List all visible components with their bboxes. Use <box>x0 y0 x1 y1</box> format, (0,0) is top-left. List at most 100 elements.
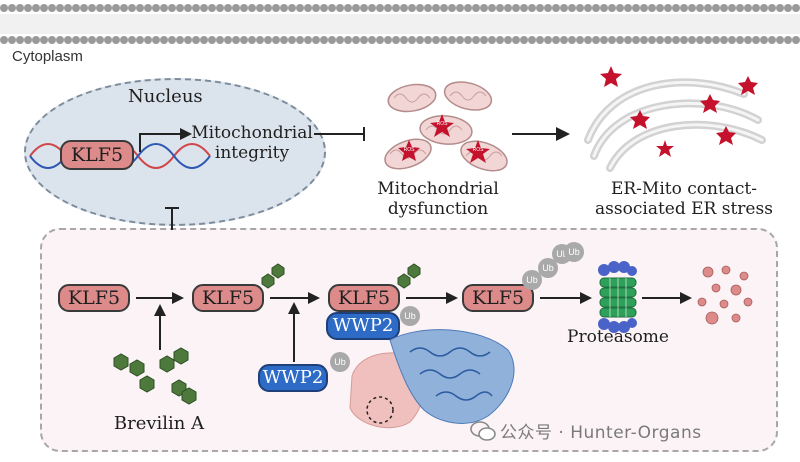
membrane-head <box>368 4 376 12</box>
membrane-head <box>176 36 184 44</box>
membrane-head <box>592 36 600 44</box>
membrane-head <box>576 4 584 12</box>
membrane-head <box>200 36 208 44</box>
membrane-head <box>504 4 512 12</box>
membrane-head <box>328 36 336 44</box>
membrane-head <box>264 4 272 12</box>
klf5-nuclear-box: KLF5 <box>60 140 134 170</box>
membrane-head <box>688 36 696 44</box>
membrane-head <box>480 36 488 44</box>
membrane-head <box>784 4 792 12</box>
mito-integrity-line2: integrity <box>214 142 290 163</box>
membrane-head <box>64 36 72 44</box>
membrane-head <box>536 4 544 12</box>
membrane-head <box>448 36 456 44</box>
membrane-head <box>272 4 280 12</box>
er-ros-star-1 <box>600 66 622 87</box>
membrane-head <box>392 4 400 12</box>
cytoplasm-label: Cytoplasm <box>12 48 83 65</box>
membrane-head <box>408 4 416 12</box>
membrane-head <box>80 4 88 12</box>
membrane-head <box>440 4 448 12</box>
membrane-head <box>256 36 264 44</box>
membrane-head <box>72 4 80 12</box>
membrane-head <box>344 36 352 44</box>
wechat-icon <box>470 421 496 441</box>
er-stress-line2: associated ER stress <box>595 198 773 219</box>
membrane-head <box>8 4 16 12</box>
membrane-head <box>544 36 552 44</box>
membrane-head <box>472 36 480 44</box>
membrane-head <box>168 36 176 44</box>
arrow-step5 <box>642 292 692 304</box>
arrow-mito-to-er <box>512 127 570 141</box>
membrane-head <box>552 4 560 12</box>
membrane-head <box>120 36 128 44</box>
er-stress-label: ER-Mito contact- associated ER stress <box>584 179 784 219</box>
ub-chain-1: Ub <box>522 270 542 290</box>
membrane-head <box>584 4 592 12</box>
brevilin-a-label: Brevilin A <box>113 413 205 434</box>
er-ros-star-5 <box>716 126 736 145</box>
klf5-step2: KLF5 <box>192 284 264 312</box>
membrane-head <box>600 36 608 44</box>
membrane-head <box>344 4 352 12</box>
membrane-head <box>488 36 496 44</box>
membrane-head <box>696 4 704 12</box>
membrane-head <box>56 4 64 12</box>
membrane-head <box>792 36 800 44</box>
inhibit-line-panel-to-nucleus <box>165 207 179 230</box>
membrane-head <box>152 4 160 12</box>
membrane-head <box>664 4 672 12</box>
ub-chain-2: Ub <box>538 258 558 278</box>
membrane-head <box>640 4 648 12</box>
membrane-head <box>608 36 616 44</box>
membrane-head <box>336 4 344 12</box>
membrane-head <box>752 36 760 44</box>
membrane-head <box>248 36 256 44</box>
membrane-head <box>104 4 112 12</box>
membrane-head <box>568 36 576 44</box>
membrane-head <box>288 4 296 12</box>
membrane-head <box>112 4 120 12</box>
membrane-head <box>728 4 736 12</box>
klf5-step1: KLF5 <box>58 284 130 312</box>
membrane-head <box>712 36 720 44</box>
membrane-head <box>528 36 536 44</box>
wwp2-free: WWP2 <box>258 364 328 392</box>
membrane-head <box>296 4 304 12</box>
ros-label-1: ROS <box>436 121 448 127</box>
membrane-head <box>352 36 360 44</box>
mito-dysfunction-label: Mitochondrial dysfunction <box>368 179 508 219</box>
membrane-head <box>664 36 672 44</box>
membrane-head <box>768 4 776 12</box>
membrane-head <box>464 36 472 44</box>
membrane-head <box>384 36 392 44</box>
membrane-head <box>616 36 624 44</box>
membrane-head <box>48 36 56 44</box>
membrane-head <box>464 4 472 12</box>
membrane-head <box>168 4 176 12</box>
membrane-head <box>296 36 304 44</box>
membrane-head <box>224 36 232 44</box>
mito-integrity-label: Mitochondrial integrity <box>190 123 314 163</box>
membrane-head <box>160 36 168 44</box>
membrane-head <box>312 36 320 44</box>
membrane-head <box>400 36 408 44</box>
membrane-head <box>240 36 248 44</box>
ros-star-1 <box>430 114 454 137</box>
membrane-head <box>568 4 576 12</box>
membrane-head <box>752 4 760 12</box>
membrane-head <box>0 4 8 12</box>
membrane-head <box>280 36 288 44</box>
membrane-head <box>408 36 416 44</box>
membrane-head <box>456 36 464 44</box>
membrane-head <box>456 4 464 12</box>
membrane-head <box>352 4 360 12</box>
membrane-head <box>416 4 424 12</box>
membrane-head <box>88 4 96 12</box>
membrane-head <box>536 36 544 44</box>
membrane-head <box>504 36 512 44</box>
membrane-head <box>512 4 520 12</box>
membrane-head <box>720 4 728 12</box>
